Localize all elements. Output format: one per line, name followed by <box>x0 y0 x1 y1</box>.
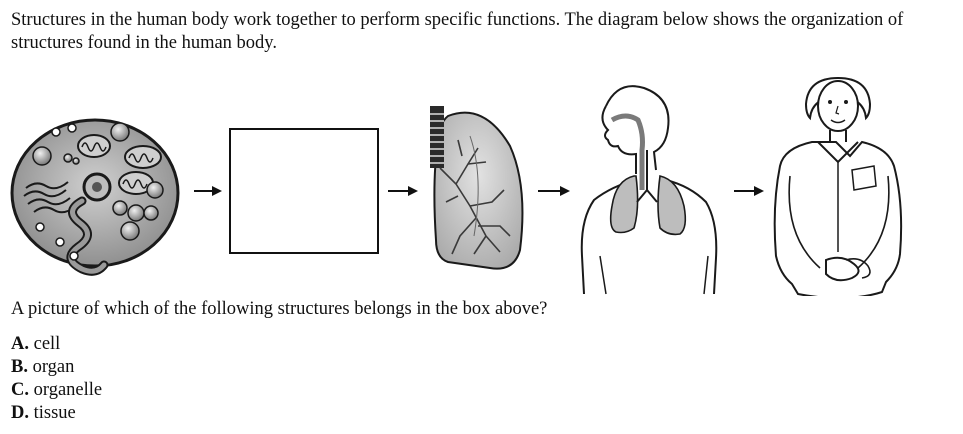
respiratory-system-icon <box>580 85 718 295</box>
choice-c[interactable]: C. organelle <box>11 379 102 402</box>
empty-answer-box <box>229 128 379 254</box>
choice-text: organ <box>32 357 75 377</box>
question-text: A picture of which of the following stru… <box>11 299 548 319</box>
lung-icon <box>430 106 524 270</box>
arrow-icon <box>538 186 570 196</box>
choice-d[interactable]: D. tissue <box>11 402 102 425</box>
choice-text: tissue <box>33 403 76 423</box>
arrow-icon <box>734 186 764 196</box>
intro-text: Structures in the human body work togeth… <box>11 10 904 53</box>
choice-text: organelle <box>33 380 103 400</box>
choice-text: cell <box>33 334 61 354</box>
diagram-svg <box>10 76 903 296</box>
choice-letter: B. <box>11 357 28 377</box>
arrow-icon <box>194 186 222 196</box>
choice-letter: C. <box>11 380 29 400</box>
human-organism-icon <box>773 76 903 296</box>
arrow-icon <box>388 186 418 196</box>
organization-diagram <box>0 76 963 296</box>
choice-letter: D. <box>11 403 29 423</box>
choice-letter: A. <box>11 334 29 354</box>
cell-icon <box>10 118 180 276</box>
choice-a[interactable]: A. cell <box>11 333 102 356</box>
choice-b[interactable]: B. organ <box>11 356 102 379</box>
answer-choices: A. cell B. organ C. organelle D. tissue <box>11 333 102 425</box>
